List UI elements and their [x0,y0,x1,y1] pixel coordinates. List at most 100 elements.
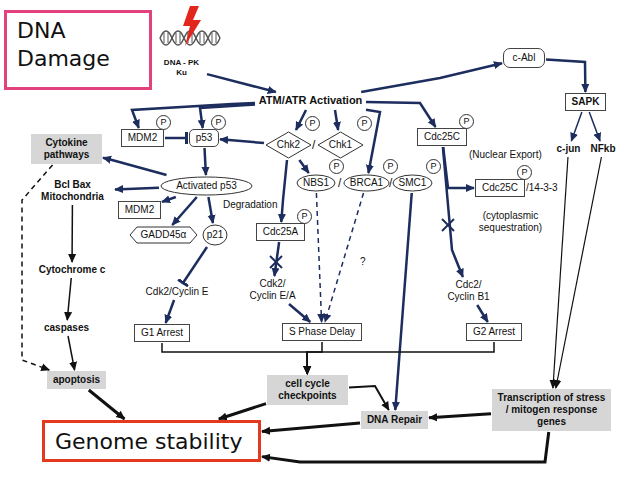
node-text: Cdk2/Cyclin E [146,286,209,298]
connector [208,197,213,223]
complex-label: Cdk2/Cyclin E [143,285,211,299]
complex-label: Cdc2/ Cyclin B1 [440,278,497,304]
connector [182,247,207,284]
node-text: Genome stability [55,429,242,454]
title-box: DNA Damage [4,10,152,90]
node-text: c-jun [557,143,581,155]
node-text: Bcl Bax Mitochondria [34,179,112,203]
pathway-label: ATM/ATR Activation [256,93,365,109]
node-text: SAPK [572,96,600,108]
note-label: (Nuclear Export) [469,149,542,161]
connector [274,242,279,276]
note-label: (cytoplasmic sequestration) [473,210,548,234]
protein-box: MDM2 [118,201,161,219]
connector [166,300,174,323]
node-text: Chk2 [277,139,300,151]
process-box: apoptosis [47,371,106,389]
circ-shape [203,225,227,245]
node-text: Transcription of stress / mitogen respon… [498,392,606,428]
lightning-bolt [183,6,201,46]
connector [299,160,308,173]
node-text: MDM2 [128,132,157,144]
connector [316,193,321,322]
complex-label: DNA - PK Ku [157,57,206,78]
note-label: / [389,176,392,190]
node-text: Cytochrome c [39,264,106,276]
node-text: Cdc25C [482,182,518,194]
node-text: DNA Repair [367,414,422,426]
phospho-mark: P [383,159,398,174]
process-box: Transcription of stress / mitogen respon… [492,389,611,431]
ellipse-shape [344,175,389,191]
connector [162,343,307,374]
complex-label: Cdk2/ Cyclin E/A [244,277,301,303]
node-text: SMC1 [399,177,427,189]
phospho-mark: P [297,209,312,224]
pathway-box: Cytokine pathways [31,134,102,164]
node-text: G2 Arrest [473,326,515,338]
connector [132,103,255,128]
connector [366,102,436,127]
connector [162,197,176,202]
connector [262,432,549,462]
protein-ellipse: PBRCA1 [343,174,390,192]
hex-shape [130,227,197,243]
phospho-mark: P [426,159,441,174]
node-text: DNA - PK Ku [160,58,204,76]
diamond-shape [318,132,363,158]
node-text: NBS1 [303,177,329,189]
note-label: ? [360,256,366,268]
connector [281,160,287,222]
connector [262,423,360,431]
connector [205,148,206,175]
node-text: Cdk2/ Cyclin E/A [247,278,299,302]
phospho-mark: P [517,165,532,180]
phospho-mark: P [357,116,372,131]
protein-ellipse: PNBS1 [296,174,336,192]
connector [335,110,338,130]
connector [361,63,502,92]
connector [165,137,188,140]
note-label: /14-3-3 [526,182,558,194]
node-text: NFkb [591,143,616,155]
kinase-box: SAPK [565,93,606,111]
connector [289,304,310,322]
phospho-mark: P [459,114,474,129]
process-box: DNA Repair [361,411,428,429]
node-text: Cdc25C [424,131,460,143]
node-text: p21 [207,229,224,241]
node-text: cell cycle checkpoints [273,378,343,402]
protein-hexagon: GADD45α [129,226,198,244]
kinase-diamond: PChk1 [317,131,364,159]
note-label: / [338,176,341,190]
node-text: Cytokine pathways [37,137,97,161]
note-label: Degradation [223,199,277,211]
protein-circle: p21 [202,224,228,246]
connector [443,147,463,277]
phospho-mark: P [211,115,226,130]
protein-box: PMDM2 [121,129,164,147]
connector [89,390,125,419]
protein-ellipse: PSMC1 [392,174,433,192]
node-text: Activated p53 [176,180,237,192]
protein-box: PCdc25A [256,223,305,241]
protein-box: Pp53 [189,129,219,147]
diamond-shape [266,132,311,158]
process-box: cell cycle checkpoints [267,375,348,405]
connector [207,74,276,92]
kinase-diamond: PChk2 [265,131,312,159]
connector [200,105,255,128]
protein-ellipse: Activated p53 [160,176,253,196]
phospho-mark: P [329,159,344,174]
node-text: Chk1 [329,139,352,151]
pathway-label: Cytochrome c [36,263,108,277]
note-label: / [312,138,315,152]
protein-box: PCdc25C [417,128,467,146]
node-text: MDM2 [125,204,154,216]
node-text: caspases [44,322,89,334]
ellipse-shape [393,175,432,191]
node-text: G1 Arrest [141,327,183,339]
connector [220,139,264,143]
